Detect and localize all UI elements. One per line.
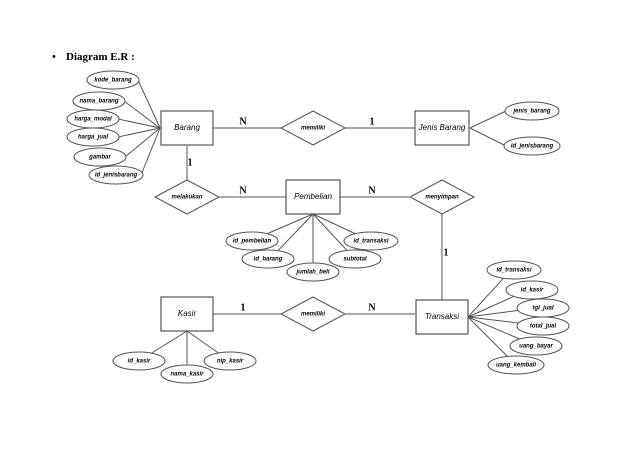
attribute-id-pembelian-oval: [225, 231, 279, 251]
entity-pembelian-box: [285, 179, 341, 215]
attribute-uang-bayar-oval: [509, 336, 563, 356]
attribute-id-jenisbarang-label: id_jenisbarang: [511, 144, 554, 150]
attribute-id-barang-label: id_barang: [254, 257, 283, 263]
relationship-menyimpan-diamond: [408, 179, 476, 215]
relationship-memiliki-bottom-label: memiliki: [301, 312, 325, 318]
cardinality-memiliki-transaksi: N: [368, 302, 376, 313]
attribute-subtotal-label: subtotal: [343, 257, 367, 263]
entity-jenis-barang-label: Jenis Barang: [418, 123, 466, 132]
connector-line: [117, 118, 161, 129]
relationship-memiliki-top-label: memiliki: [301, 126, 325, 132]
attribute-id-jenisbarang-oval: [503, 136, 561, 156]
connector-line: [469, 127, 507, 147]
attribute-harga-jual-oval: [66, 127, 120, 147]
connector-line: [140, 127, 161, 176]
attribute-total-jual-label: total_jual: [530, 324, 557, 330]
attribute-jenis-barang-oval: [504, 101, 560, 121]
relationship-menyimpan-label: menyimpan: [425, 195, 459, 201]
attribute-id-transaksi-oval: [343, 231, 399, 251]
relationship-memiliki-bottom-diamond: [279, 296, 347, 332]
relationship-memiliki-top-diamond: [279, 110, 347, 146]
cardinality-menyimpan-transaksi: 1: [444, 247, 449, 258]
attribute-nip-kasir-label: nip_kasir: [217, 359, 244, 365]
bullet-marker: •: [52, 51, 56, 63]
cardinality-kasir-memiliki: 1: [241, 302, 246, 313]
attribute-uang-bayar-label: uang_bayar: [519, 344, 553, 350]
entity-barang-box: [160, 110, 214, 146]
attribute-id-transaksi-oval: [486, 260, 542, 280]
cardinality-barang-melakukan: 1: [188, 157, 193, 168]
cardinality-melakukan-pembelian: N: [239, 185, 247, 196]
entity-transaksi-label: Transaksi: [425, 312, 459, 321]
attribute-nama-kasir-label: nama_kasir: [170, 372, 204, 378]
attribute-uang-kembali-label: uang_kembali: [496, 363, 536, 369]
heading-text: Diagram E.R :: [66, 51, 135, 63]
entity-barang-label: Barang: [174, 123, 200, 132]
attribute-id-pembelian-label: id_pembelian: [233, 239, 272, 245]
attribute-id-barang-oval: [241, 249, 295, 269]
attribute-jumlah-beli-oval: [286, 262, 340, 282]
attribute-jumlah-beli-label: jumlah_beli: [295, 270, 329, 276]
entity-kasir-label: Kasir: [178, 309, 197, 318]
attribute-total-jual-oval: [516, 316, 570, 336]
attribute-id-kasir-oval: [505, 280, 559, 300]
attribute-uang-kembali-oval: [487, 355, 545, 375]
relationship-melakukan-diamond: [153, 179, 221, 215]
cardinality-memiliki-jenis: 1: [370, 116, 375, 127]
attribute-id-jenisbarang-label: id_jenisbarang: [95, 173, 138, 179]
attribute-kode-barang-label: kode_barang: [94, 78, 132, 84]
attribute-tgl-jual-label: tgl_jual: [532, 306, 553, 312]
attribute-harga-jual-label: harga_jual: [78, 135, 108, 141]
attribute-nama-barang-label: nama_barang: [79, 99, 118, 105]
connector-line: [123, 100, 161, 129]
attribute-kode-barang-oval: [86, 70, 140, 90]
entity-pembelian-label: Pembelian: [294, 192, 332, 201]
connector-line: [469, 110, 507, 129]
connector-line: [117, 127, 161, 138]
cardinality-barang-memiliki: N: [239, 116, 247, 127]
attribute-gambar-label: gambar: [88, 155, 111, 161]
attribute-harga-modal-label: harga_modal: [74, 117, 112, 123]
entity-transaksi-box: [415, 299, 469, 335]
attribute-id-kasir-label: id_kasir: [128, 359, 151, 365]
attribute-id-transaksi-label: id_transaksi: [353, 239, 388, 245]
connector-line: [137, 79, 161, 129]
connector-line: [124, 127, 161, 158]
entity-kasir-box: [160, 296, 214, 332]
attribute-gambar-oval: [73, 147, 127, 167]
entity-jenis-barang-box: [414, 110, 470, 146]
attribute-id-kasir-oval: [112, 351, 166, 371]
attribute-id-transaksi-label: id_transaksi: [496, 268, 531, 274]
attribute-id-kasir-label: id_kasir: [521, 288, 544, 294]
attribute-nama-kasir-oval: [160, 364, 214, 384]
attribute-jenis-barang-label: jenis_barang: [512, 109, 550, 115]
relationship-melakukan-label: melakukan: [171, 195, 202, 201]
cardinality-pembelian-menyimpan: N: [368, 185, 376, 196]
attribute-id-jenisbarang-oval: [88, 165, 144, 185]
attribute-subtotal-oval: [328, 249, 382, 269]
attribute-nip-kasir-oval: [203, 351, 257, 371]
diagram-heading: • Diagram E.R :: [52, 51, 135, 63]
